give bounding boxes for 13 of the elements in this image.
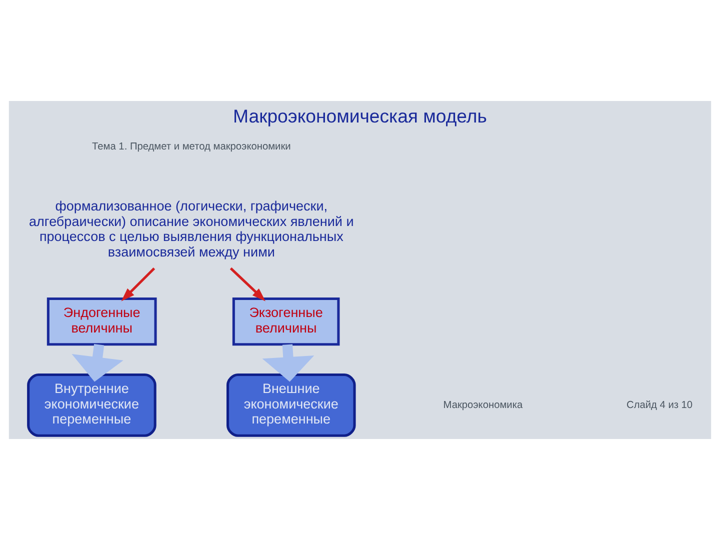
node-box: Внутренние экономические переменные [27,374,156,437]
arrow [72,344,124,382]
arrow [262,344,314,382]
label: Тема 1. Предмет и метод макроэкономики [92,141,291,152]
arrow [121,267,156,302]
node-box: Экзогенные величины [232,297,340,346]
label: Слайд 4 из 10 [626,400,693,411]
node-text: формализованное (логически, графически, алгебраически) описание экономических явлений и процессов с целью выявления функциональных взаимосвязей между ними [29,198,354,260]
label: Макроэкономика [443,400,523,411]
arrow [230,267,266,302]
node-box: Эндогенные величины [46,297,157,346]
diagram-title: Макроэкономическая модель [233,106,487,127]
node-box: Внешние экономические переменные [226,374,356,437]
